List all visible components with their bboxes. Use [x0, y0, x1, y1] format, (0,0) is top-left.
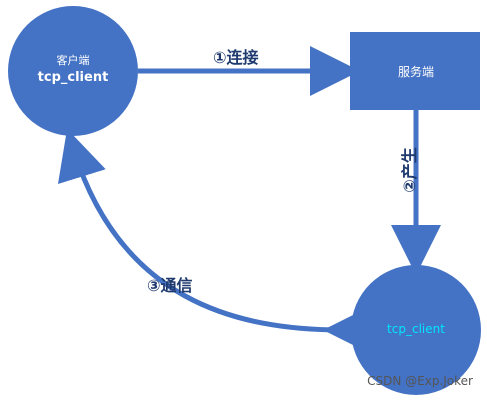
- client-bottom-node: [351, 265, 481, 395]
- client-top-subtitle: 客户端: [56, 54, 90, 67]
- server-title: 服务端: [397, 65, 434, 79]
- connect-label: ①连接: [213, 48, 259, 67]
- client-top-title: tcp_client: [37, 70, 109, 85]
- client-top-node: [8, 6, 138, 136]
- communicate-label: ③通信: [147, 276, 193, 295]
- communicate-arrow: [58, 128, 374, 356]
- generate-label: ②产生: [399, 147, 419, 193]
- server-node: [350, 32, 480, 110]
- client-bottom-title: tcp_client: [387, 322, 445, 336]
- watermark: CSDN @Exp.Joker: [367, 374, 473, 388]
